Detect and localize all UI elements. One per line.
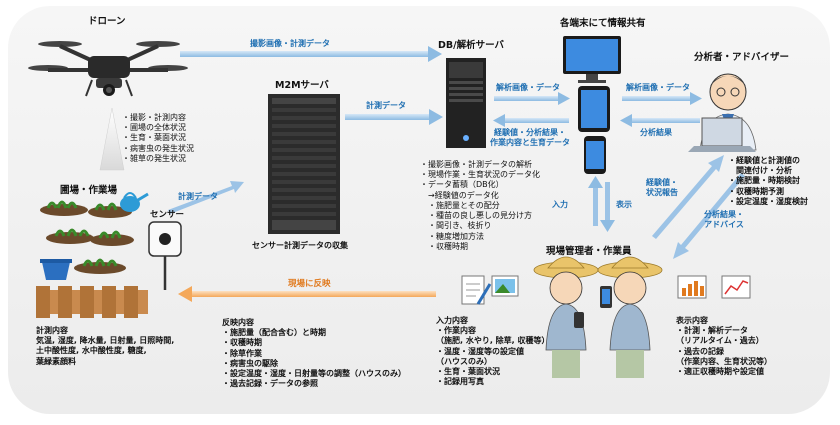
sensor-device-icon xyxy=(148,221,182,290)
arrow-input xyxy=(588,176,603,226)
m2m-server-icon xyxy=(268,94,340,234)
input-items: 入力内容 ・作業内容 （施肥, 水やり, 除草, 収穫等） ・温度・湿度等の設定… xyxy=(436,316,550,387)
drone-icon xyxy=(28,41,188,97)
label-analyst-to-devices: 分析結果 xyxy=(640,128,672,137)
label-drone-to-db: 撮影画像・計測データ xyxy=(250,39,330,48)
drone-title: ドローン xyxy=(88,16,126,27)
label-analyst-to-manager: 分析結果・ アドバイス xyxy=(704,210,744,230)
label-feedback: 現場に反映 xyxy=(288,279,331,289)
smartphone-icon xyxy=(584,136,606,174)
m2m-server-caption: センサー計測データの収集 xyxy=(252,241,348,250)
db-server-title: DB/解析サーバ xyxy=(438,40,505,51)
label-db-to-devices: 解析画像・データ xyxy=(496,83,560,92)
tablet-icon xyxy=(578,86,610,132)
laptop-icon xyxy=(688,117,756,152)
field-title: 圃場・作業場 xyxy=(60,185,118,196)
analyst-items: ・経験値と計測値の 関連付け・分析 ・施肥量・時期検討 ・収穫時期予測 ・設定温… xyxy=(728,156,808,206)
drone-items: ・撮影・計測内容 ・圃場の全体状況 ・生育・葉面状況 ・病害虫の発生状況 ・雑草… xyxy=(122,113,194,163)
worker-with-phone-icon xyxy=(533,256,599,378)
field-measurements: 計測内容 気温, 湿度, 降水量, 日射量, 日照時間, 土中酸性度, 水中酸性… xyxy=(36,326,175,366)
arrow-manager-to-analyst xyxy=(652,155,724,239)
line-chart-icon xyxy=(721,275,751,299)
arrow-feedback xyxy=(178,286,436,302)
label-m2m-to-db: 計測データ xyxy=(366,101,406,110)
arrow-m2m-to-db xyxy=(345,109,443,125)
db-server-icon xyxy=(446,58,486,148)
bar-chart-icon xyxy=(677,275,707,299)
analyst-title: 分析者・アドバイザー xyxy=(694,52,790,63)
arrow-analyst-to-devices xyxy=(620,114,700,127)
crop-plants-icon xyxy=(40,200,134,274)
arrow-devices-to-analyst xyxy=(622,92,702,105)
m2m-server-title: M2Mサーバ xyxy=(275,80,329,91)
arrow-devices-to-db xyxy=(493,114,569,127)
basket-icon xyxy=(40,259,72,280)
arrow-display xyxy=(600,182,615,232)
devices-title: 各端末にて情報共有 xyxy=(560,18,646,29)
display-items: 表示内容 ・計測・解析データ （リアルタイム・過去） ・過去の記録 （作業内容、… xyxy=(676,316,772,377)
label-devices-to-analyst: 解析画像・データ xyxy=(626,83,690,92)
arrow-db-to-devices xyxy=(494,92,570,105)
label-display: 表示 xyxy=(616,200,632,209)
arrow-field-to-m2m xyxy=(168,181,244,214)
sensor-label: センサー xyxy=(150,210,185,220)
manager-title: 現場管理者・作業員 xyxy=(546,246,632,257)
label-input: 入力 xyxy=(552,200,568,209)
db-server-items: ・撮影画像・計測データの解析 ・現場作業・生育状況のデータ化 ・データ蓄積（DB… xyxy=(420,160,540,251)
document-edit-icon xyxy=(461,275,492,305)
label-devices-to-db: 経験値・分析結果・ 作業内容と生育データ xyxy=(490,128,570,148)
photo-icon xyxy=(491,275,519,297)
desktop-monitor-icon xyxy=(563,36,621,83)
camera-beam xyxy=(99,107,125,171)
feedback-items: 反映内容 ・施肥量（配合含む）と時期 ・収穫時期 ・除草作業 ・病害虫の駆除 ・… xyxy=(222,318,406,389)
arrow-analyst-to-manager xyxy=(673,173,745,259)
label-manager-to-analyst: 経験値・ 状況報告 xyxy=(646,178,678,198)
worker-with-tablet-icon xyxy=(597,256,663,378)
label-field-to-m2m: 計測データ xyxy=(178,192,218,201)
watering-can-icon xyxy=(120,192,149,212)
fence-icon xyxy=(36,286,148,318)
arrow-drone-to-db xyxy=(180,46,442,62)
